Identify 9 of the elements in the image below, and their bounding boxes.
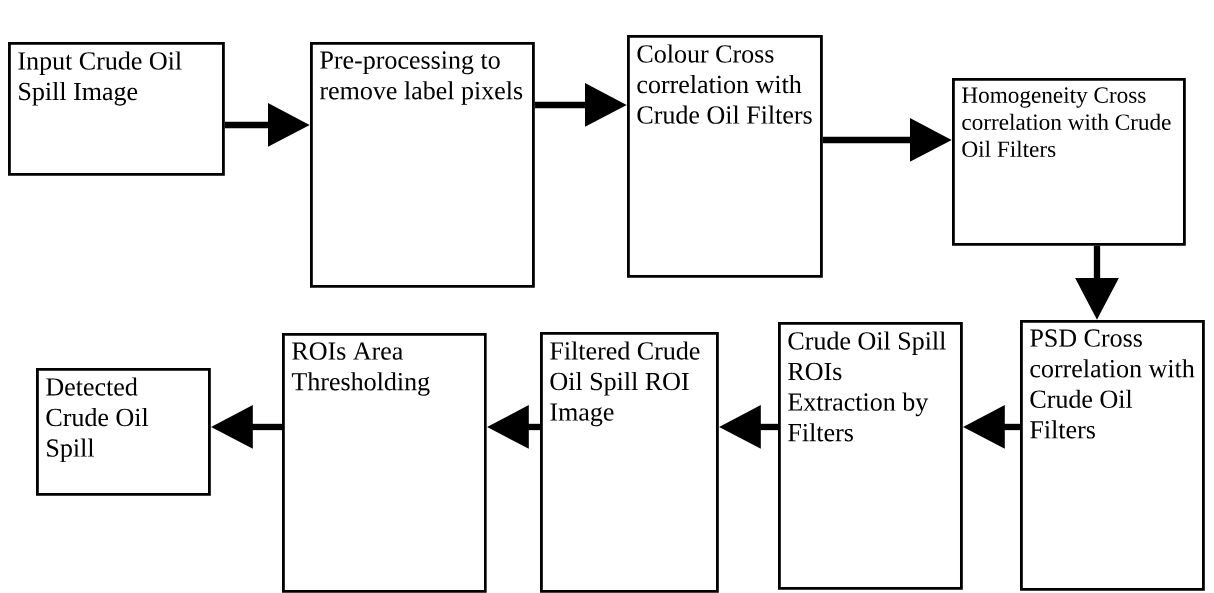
process-box: Input Crude Oil Spill Image (8, 42, 225, 176)
process-box: PSD Cross correlation with Crude Oil Filters (1020, 320, 1205, 591)
process-box: Filtered Crude Oil Spill ROI Image (540, 332, 719, 593)
process-box: Crude Oil Spill ROIs Extraction by Filters (778, 322, 963, 590)
process-box: ROIs Area Thresholding (282, 333, 487, 593)
process-box: Detected Crude Oil Spill (36, 368, 211, 496)
process-box: Colour Cross correlation with Crude Oil Filters (627, 35, 823, 278)
process-box: Pre-processing to remove label pixels (310, 42, 535, 288)
process-box: Homogeneity Cross correlation with Crude Oil Filters (952, 78, 1186, 246)
